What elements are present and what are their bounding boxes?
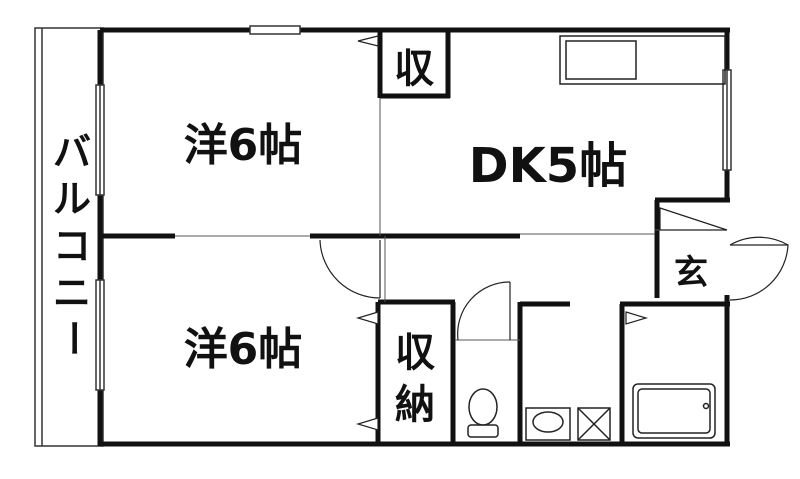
balcony-char-3: コ (53, 224, 91, 268)
room-label-dining-kitchen: DK5帖 (469, 138, 627, 194)
toilet-fixture (467, 388, 499, 438)
balcony-char-5: ー (51, 319, 95, 357)
balcony-char-4: ニ (53, 271, 91, 315)
room-label-entrance: 玄 (674, 253, 708, 293)
kitchen-counter (559, 35, 726, 85)
closet-door-marks (355, 35, 728, 431)
balcony-char-2: ル (53, 177, 91, 221)
wash-basin (525, 407, 611, 441)
room-label-storage-bottom-1: 収 (395, 330, 435, 376)
window-marks (95, 25, 732, 391)
room-label-western-top: 洋6帖 (184, 120, 303, 171)
balcony-char-1: バ (53, 130, 91, 174)
room-label-western-bottom: 洋6帖 (184, 324, 303, 375)
door-swings (319, 236, 789, 341)
room-label-storage-top: 収 (394, 46, 434, 92)
balcony-label: バ ル コ ニ ー (51, 130, 95, 357)
room-label-storage-bottom-2: 納 (395, 382, 435, 428)
bathtub (632, 383, 716, 439)
